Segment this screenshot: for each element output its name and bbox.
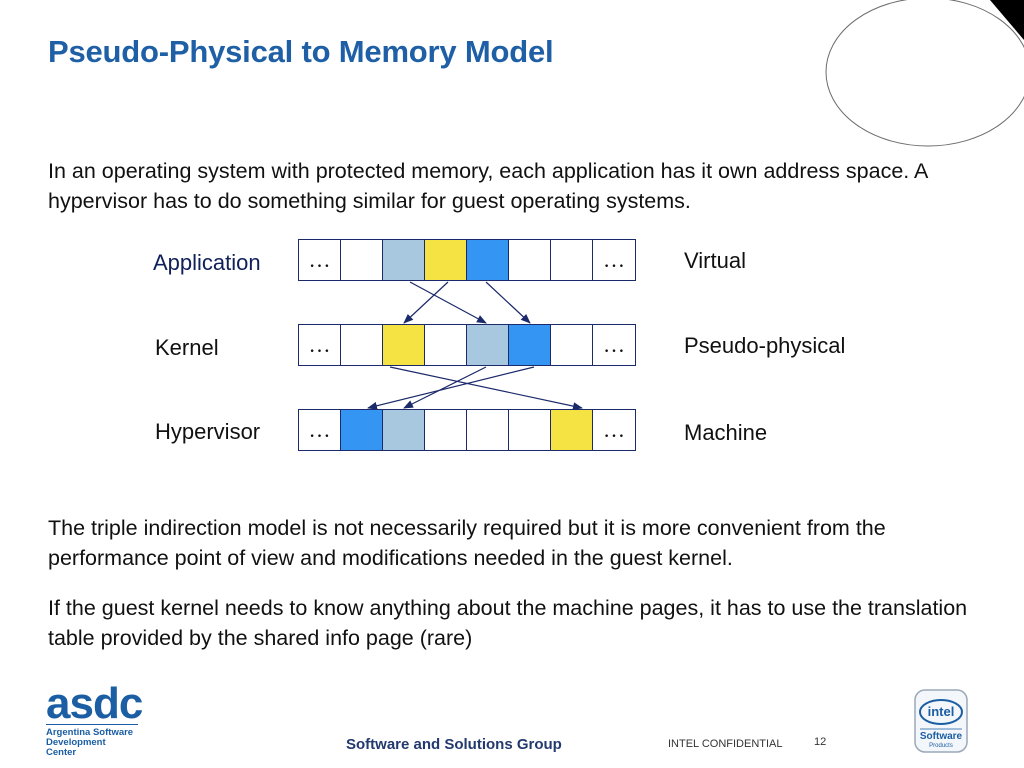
intro-paragraph: In an operating system with protected me… [48,159,928,213]
page-cell [383,325,425,365]
page-cell: … [299,410,341,450]
footer-group-name: Software and Solutions Group [346,736,562,753]
page-cell [467,325,509,365]
strip-virtual: … … [298,239,636,281]
page-cell [551,240,593,280]
page-cell: … [299,240,341,280]
page-cell [551,410,593,450]
page-cell [509,240,551,280]
page-cell [509,325,551,365]
page-cell: … [299,325,341,365]
intel-badge-word: intel [928,704,955,719]
row-label-kernel: Kernel [155,335,219,360]
page-cell [425,240,467,280]
page-cell [467,240,509,280]
asdc-logo-line-2: Development Center [46,737,106,758]
page-cell [341,410,383,450]
page-cell [383,240,425,280]
row-label-pseudo-physical: Pseudo-physical [684,333,846,358]
page-number: 12 [814,736,827,748]
intel-badge-products: Products [929,743,953,749]
page-cell: … [593,325,635,365]
row-label-application: Application [153,250,261,275]
page-cell: … [593,240,635,280]
asdc-logo: asdc Argentina Software Development Cent… [46,679,143,758]
page-cell [425,410,467,450]
page-cell [509,410,551,450]
asdc-logo-line-1: Argentina Software [46,727,134,738]
intel-software-badge-icon: intel Software Products [914,689,968,753]
page-cell [383,410,425,450]
page-cell [341,240,383,280]
row-label-hypervisor: Hypervisor [155,419,261,444]
intel-badge-software: Software [920,731,963,742]
page-cell: … [593,410,635,450]
page-cell [551,325,593,365]
page-cell [341,325,383,365]
indirection-paragraph: The triple indirection model is not nece… [48,516,886,570]
strip-machine: … … [298,409,636,451]
page-cell [425,325,467,365]
translation-paragraph: If the guest kernel needs to know anythi… [48,596,968,650]
asdc-logo-subtitle: Argentina Software Development Center [46,724,138,758]
confidential-label: INTEL CONFIDENTIAL [668,738,783,750]
page-cell [467,410,509,450]
page-title: Pseudo-Physical to Memory Model [48,34,554,69]
strip-pseudo-physical: … … [298,324,636,366]
row-label-machine: Machine [684,420,768,445]
asdc-logo-word: asdc [46,679,143,728]
row-label-virtual: Virtual [684,248,746,273]
